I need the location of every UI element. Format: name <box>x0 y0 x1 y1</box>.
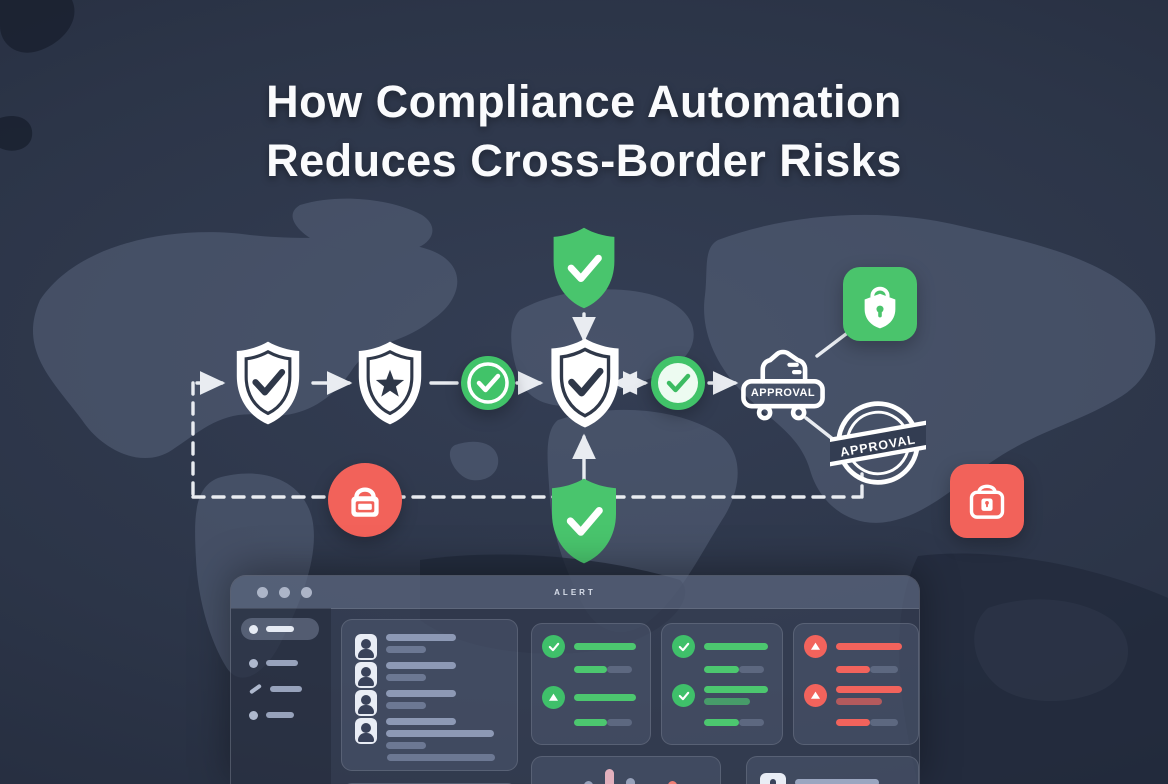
secure-item-card <box>746 756 919 784</box>
status-bar <box>607 666 632 673</box>
alert-bar <box>870 666 898 673</box>
window-dot[interactable] <box>257 586 268 598</box>
user-avatar-icon <box>355 634 377 660</box>
check-circle-icon <box>461 356 515 410</box>
green-shield-bottom-icon <box>544 475 624 567</box>
dashboard-window: ALERT <box>230 575 920 784</box>
status-bar <box>574 719 607 726</box>
check-circle-icon <box>542 635 565 658</box>
title-line-1: How Compliance Automation <box>266 76 902 127</box>
lock-icon <box>760 773 786 784</box>
status-bar <box>704 686 768 693</box>
user-row <box>355 718 494 749</box>
nav-label-bar <box>270 686 302 692</box>
check-circle-light-icon <box>651 356 705 410</box>
dashboard-sidebar <box>231 608 331 784</box>
window-title: ALERT <box>554 587 596 597</box>
user-avatar-icon <box>355 662 377 688</box>
approval-vehicle-label: APPROVAL <box>750 386 816 399</box>
status-row <box>704 719 764 726</box>
status-bar <box>607 719 632 726</box>
user-list-panel <box>341 619 518 771</box>
status-bar <box>574 694 636 701</box>
window-controls <box>257 586 312 598</box>
alert-bar <box>836 686 902 693</box>
shield-star-icon <box>351 339 429 427</box>
user-row <box>355 634 456 660</box>
status-row <box>574 719 632 726</box>
bar-chart-icon <box>584 769 677 784</box>
nav-dot-icon <box>249 658 258 668</box>
text-bar <box>387 754 495 761</box>
warning-triangle-icon <box>804 635 827 658</box>
status-card-green-a <box>531 623 651 745</box>
approval-stamp-icon: APPROVAL <box>819 395 937 491</box>
status-row <box>672 684 768 707</box>
window-dot[interactable] <box>301 586 312 598</box>
alert-row <box>804 635 902 658</box>
status-row <box>574 666 632 673</box>
sidebar-item[interactable] <box>241 678 310 700</box>
status-bar <box>739 666 764 673</box>
red-lock-square-icon <box>950 464 1024 538</box>
status-row <box>542 635 636 658</box>
status-row <box>704 666 764 673</box>
window-titlebar: ALERT <box>231 576 919 609</box>
status-card-green-b <box>661 623 783 745</box>
status-bar <box>704 666 739 673</box>
warning-triangle-icon <box>804 684 827 707</box>
alert-bar <box>836 666 870 673</box>
alert-bar <box>836 719 870 726</box>
window-dot[interactable] <box>279 586 290 598</box>
page-title: How Compliance Automation Reduces Cross-… <box>0 72 1168 190</box>
status-bar <box>704 719 739 726</box>
sidebar-item-active[interactable] <box>241 618 319 640</box>
nav-slash-icon <box>249 683 262 695</box>
sidebar-item[interactable] <box>241 704 302 726</box>
alert-card-red <box>793 623 919 745</box>
red-lock-circle-icon <box>328 463 402 537</box>
user-row <box>355 690 456 716</box>
user-row <box>355 662 456 688</box>
user-avatar-icon <box>355 690 377 716</box>
nav-label-bar <box>266 660 298 666</box>
nav-label-bar <box>266 712 294 718</box>
status-bar <box>739 719 764 726</box>
text-bar <box>795 779 879 784</box>
shield-check-main-icon <box>543 335 627 431</box>
alert-row <box>836 666 898 673</box>
status-bar <box>704 643 768 650</box>
check-circle-icon <box>672 635 695 658</box>
shield-check-icon <box>229 339 307 427</box>
check-circle-icon <box>672 684 695 707</box>
alert-bar <box>870 719 898 726</box>
approval-vehicle-icon: APPROVAL <box>737 346 829 424</box>
nav-dot-icon <box>249 624 258 634</box>
alert-bar <box>836 643 902 650</box>
alert-row <box>836 719 898 726</box>
green-shield-top-icon <box>546 225 622 311</box>
user-avatar-icon <box>355 718 377 744</box>
sidebar-item[interactable] <box>241 652 306 674</box>
mini-chart-card <box>531 756 721 784</box>
alert-row <box>804 684 902 707</box>
green-lock-badge-icon <box>843 267 917 341</box>
nav-dot-icon <box>249 710 258 720</box>
status-bar <box>574 666 607 673</box>
nav-label-bar <box>266 626 294 632</box>
status-row <box>542 686 636 709</box>
alert-bar <box>836 698 882 705</box>
title-line-2: Reduces Cross-Border Risks <box>266 135 902 186</box>
status-row <box>672 635 768 658</box>
status-bar <box>704 698 750 705</box>
warning-triangle-icon <box>542 686 565 709</box>
status-bar <box>574 643 636 650</box>
